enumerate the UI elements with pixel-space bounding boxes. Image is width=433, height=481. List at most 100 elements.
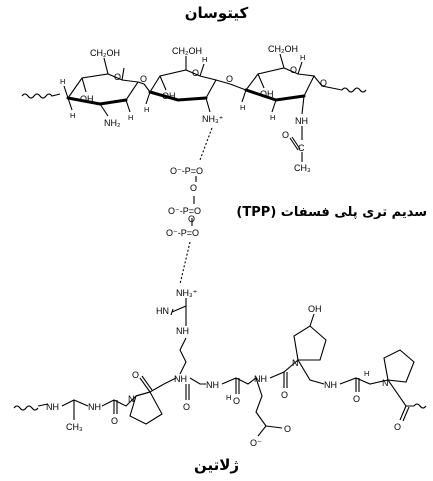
ring-1-front-bond	[66, 96, 128, 106]
glutamate-o: O	[284, 424, 291, 434]
proline-ring-2	[383, 349, 415, 383]
glycosidic-link-3	[313, 75, 343, 91]
nh3-plus-label: NH₃⁺	[202, 114, 224, 124]
gelatin-nh-5: NH	[254, 374, 267, 384]
tpp-unit-1: O⁻-P=O	[170, 166, 203, 176]
acetamide-c-label: C	[298, 143, 305, 153]
glycine-h: H	[226, 393, 231, 402]
tpp-structure: O⁻-P=O O O⁻-P=O O O⁻-P=O	[166, 127, 213, 285]
nh3-bond	[205, 97, 211, 113]
link-oxygen-3: O	[320, 78, 327, 88]
chitosan-wavy-left	[21, 93, 61, 99]
acetamide-nh-label: NH	[295, 116, 308, 126]
oh-label-3: OH	[260, 89, 274, 99]
oh-bond-1	[81, 77, 87, 93]
guanidinium-nh-label: NH	[176, 326, 189, 336]
gelatin-title: ژلاتین	[193, 456, 240, 474]
proline-n-2: N	[382, 378, 389, 388]
glutamate-o-minus: O⁻	[250, 438, 262, 448]
h-label-3: H	[128, 113, 133, 122]
acetamide-ch3-label: CH₃	[294, 163, 311, 173]
tpp-backbone	[191, 176, 197, 226]
h-label-4: H	[144, 105, 149, 114]
carbonyl-o-3: O	[183, 402, 190, 412]
carbonyl-o-1: O	[111, 416, 118, 426]
ch2oh-bond-1	[103, 57, 109, 75]
carbonyl-o-6: O	[353, 394, 360, 404]
ionic-link-top	[199, 127, 213, 161]
hydroxyproline-oh-bond	[309, 313, 315, 327]
carbonyl-2	[139, 375, 153, 393]
tpp-label: سدیم تری پلی فسفات (TPP)	[236, 205, 427, 220]
acetamide-bond	[301, 95, 305, 115]
h-stubs	[63, 61, 303, 113]
acetamide-carbonyl	[289, 136, 301, 151]
gelatin-wavy-left	[13, 405, 39, 411]
hydroxyproline-ring	[293, 325, 327, 361]
guanidinium-bonds	[170, 298, 187, 326]
hydroxyproline-oh: OH	[308, 304, 322, 314]
ch2oh-bond-3	[279, 53, 285, 69]
h-label-8: H	[270, 113, 275, 122]
ionic-link-bottom	[179, 241, 191, 285]
carbonyl-5	[283, 372, 288, 388]
chitosan-title: کیتوسان	[184, 4, 249, 22]
carbonyl-o-5: O	[281, 390, 288, 400]
carbonyl-6	[355, 378, 360, 392]
gelatin-backbone-2	[189, 359, 389, 385]
oh-label-1: OH	[80, 94, 94, 104]
carbonyl-7	[399, 405, 410, 422]
proline-ring-1	[129, 391, 163, 425]
ring-3-front-bond	[244, 88, 306, 102]
oh-bond-3	[257, 73, 265, 89]
gelatin-nh-3: NH	[174, 374, 187, 384]
link-oxygen-1: O	[140, 74, 147, 84]
carbonyl-1	[113, 400, 118, 414]
ring-oxygen-3: O	[290, 65, 297, 75]
acetamide-o-label: O	[282, 130, 289, 140]
carbonyl-3	[185, 384, 190, 400]
ch2oh-label-1: CH₂OH	[90, 48, 120, 58]
nh2-label: NH₂	[104, 118, 121, 128]
arginine-side-chain	[179, 337, 187, 375]
gelatin-nh-6: NH	[324, 380, 337, 390]
chitosan-structure: CH₂OH CH₂OH CH₂OH O O O O O O OH OH OH N…	[21, 44, 367, 173]
guanidinium-nh3-label: NH₃⁺	[176, 288, 198, 298]
gelatin-nh-2: NH	[88, 402, 101, 412]
gelatin-wavy-right	[413, 403, 427, 409]
alanine-ch3-label: CH₃	[66, 422, 83, 432]
ring-2-front-bond	[148, 90, 208, 102]
proline-n-1: N	[128, 394, 135, 404]
ring-oxygen-2: O	[192, 68, 199, 78]
hydroxyproline-n: N	[292, 358, 299, 368]
gelatin-backbone-3	[387, 379, 414, 407]
h-label-5: H	[202, 55, 207, 64]
guanidinium-hn-label: HN	[156, 306, 169, 316]
carbonyl-4	[235, 378, 240, 394]
h-label-1: H	[60, 77, 65, 86]
carbonyl-o-2: O	[132, 370, 139, 380]
h-label-7: H	[300, 53, 305, 62]
chitosan-wavy-right	[341, 87, 367, 93]
oh-label-2: OH	[162, 91, 176, 101]
gelatin-structure: NH₃⁺ HN NH NH CH₃ NH O N O NH	[13, 288, 427, 448]
h-label-2: H	[70, 111, 75, 120]
tpp-unit-3: O⁻-P=O	[166, 228, 199, 238]
tpp-bridge-o-1: O	[190, 183, 197, 193]
ring-oxygen-1: O	[114, 72, 121, 82]
tpp-bridge-o-2: O	[188, 214, 195, 224]
ch2oh-label-3: CH₂OH	[268, 44, 298, 54]
glutamate-side-chain	[255, 377, 283, 437]
gelatin-nh-1: NH	[46, 402, 59, 412]
tpp-unit-2: O⁻-P=O	[168, 206, 201, 216]
carbonyl-o-7: O	[394, 422, 401, 432]
ch2oh-label-2: CH₂OH	[172, 46, 202, 56]
h-label-6: H	[240, 103, 245, 112]
gelatin-nh-4: NH	[206, 380, 219, 390]
nh2-bond	[99, 103, 109, 117]
carbonyl-o-4: O	[233, 396, 240, 406]
link-oxygen-2: O	[226, 74, 233, 84]
oh-bond-2	[159, 75, 167, 91]
gelatin-h-2: H	[364, 369, 369, 378]
